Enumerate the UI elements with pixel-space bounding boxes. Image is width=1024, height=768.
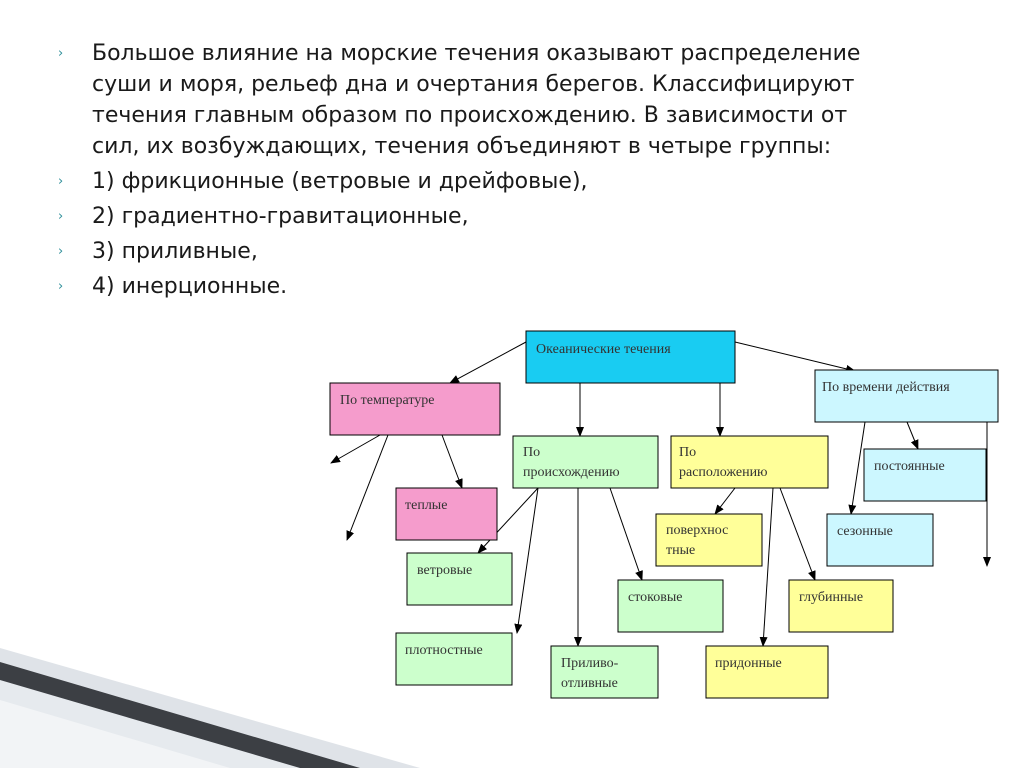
diagram-arrow [848, 421, 866, 515]
node-runoff: стоковые [617, 579, 724, 633]
bullet-text: 4) инерционные. [92, 274, 288, 299]
node-box [863, 448, 987, 502]
bullet-text: Большое влияние на морские течения оказы… [92, 41, 861, 159]
node-label: постоянные [874, 459, 945, 474]
diagram-arrow [906, 421, 919, 450]
diagram-arrow [477, 487, 539, 554]
node-permanent: постоянные [863, 448, 987, 502]
bullet-arrow-icon: › [58, 244, 64, 259]
node-box [525, 330, 736, 384]
node-deep: глубинные [788, 579, 894, 633]
node-box [395, 487, 498, 541]
bullet-text: 1) фрикционные (ветровые и дрейфовые), [92, 169, 588, 194]
node-label: По [523, 445, 540, 460]
diagram-arrow [759, 487, 774, 647]
bullet-arrow-icon: › [58, 174, 64, 189]
diagram-arrow [734, 341, 856, 373]
node-label: плотностные [405, 643, 483, 658]
bullet-text: 2) градиентно-гравитационные, [92, 204, 469, 229]
bullet-arrow-icon: › [58, 209, 64, 224]
diagram-arrow [609, 487, 643, 581]
node-density: плотностные [395, 632, 513, 686]
bullet-item: › 2) градиентно-гравитационные, [58, 201, 918, 232]
node-box [512, 435, 659, 489]
node-label: Приливо- [561, 656, 619, 671]
node-bottom: придонные [705, 645, 829, 699]
node-label: Океанические течения [536, 342, 671, 357]
node-label: расположению [679, 465, 768, 480]
node-surface: поверхнос тные [655, 513, 763, 567]
node-label: По времени действия [822, 380, 950, 395]
node-label: отливные [561, 676, 618, 691]
node-label: тные [666, 543, 695, 558]
node-label: По [679, 445, 696, 460]
node-box [705, 645, 829, 699]
diagram-arrow [330, 434, 381, 464]
node-label: теплые [405, 498, 447, 513]
node-box [395, 632, 513, 686]
node-box [788, 579, 894, 633]
diagram-arrow [714, 487, 736, 515]
node-label: стоковые [628, 590, 682, 605]
bullet-item: › 4) инерционные. [58, 271, 918, 302]
node-by-origin: По происхождению [512, 435, 659, 489]
diagram-edges [330, 341, 991, 647]
node-by-location: По расположению [670, 435, 829, 489]
node-by-time: По времени действия [814, 369, 999, 423]
bullet-item: › 3) приливные, [58, 236, 918, 267]
node-wind: ветровые [406, 552, 513, 606]
node-label: происхождению [523, 465, 620, 480]
node-box [814, 369, 999, 423]
node-box [329, 382, 501, 436]
node-warm: теплые [395, 487, 498, 541]
diagram-arrow [449, 341, 527, 384]
diagram-arrow [441, 434, 463, 489]
bullet-arrow-icon: › [58, 46, 64, 61]
node-label: По температуре [340, 393, 435, 408]
node-label: ветровые [417, 563, 472, 578]
node-seasonal: сезонные [826, 513, 934, 567]
node-by-temperature: По температуре [329, 382, 501, 436]
bullet-list: › Большое влияние на морские течения ока… [58, 38, 918, 306]
node-label: сезонные [837, 524, 893, 539]
diagram-arrow [346, 434, 389, 541]
bullet-arrow-icon: › [58, 279, 64, 294]
node-box [655, 513, 763, 567]
node-label: глубинные [799, 590, 863, 605]
node-box [617, 579, 724, 633]
node-label: придонные [715, 656, 782, 671]
bullet-item: › 1) фрикционные (ветровые и дрейфовые), [58, 166, 918, 197]
bullet-text: 3) приливные, [92, 239, 258, 264]
node-box [670, 435, 829, 489]
node-box [406, 552, 513, 606]
node-root: Океанические течения [525, 330, 736, 384]
bullet-item: › Большое влияние на морские течения ока… [58, 38, 918, 162]
node-box [550, 645, 659, 699]
diagram-arrow [514, 487, 539, 634]
node-tidal: Приливо-отливные [550, 645, 659, 699]
diagram-nodes: Океанические течения По температуре По вре… [329, 330, 999, 699]
node-label: поверхнос [666, 523, 728, 538]
node-box [826, 513, 934, 567]
diagram-arrow [779, 487, 816, 581]
